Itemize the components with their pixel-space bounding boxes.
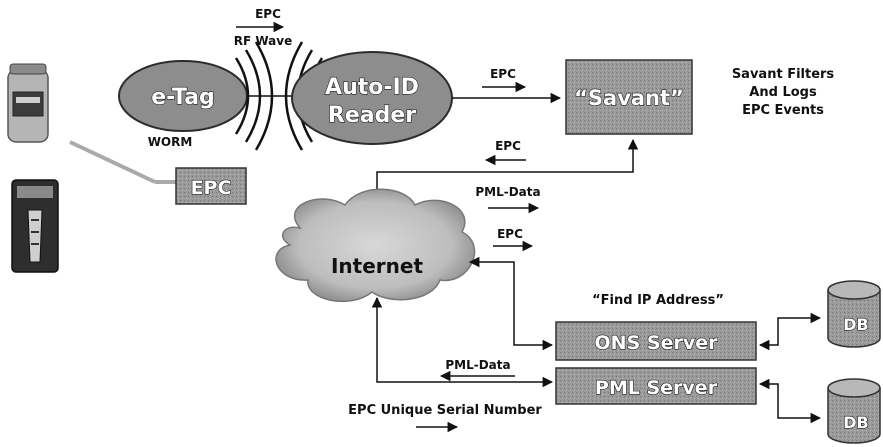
bottle-product-image [7, 63, 49, 143]
savant-label: “Savant” [574, 86, 684, 110]
reader-line2: Reader [328, 103, 416, 128]
find-ip-label: “Find IP Address” [592, 293, 724, 308]
pml-server-box: PML Server [555, 367, 757, 405]
auto-id-reader-node: Auto-ID Reader [291, 51, 453, 145]
internet-ons-connector [468, 256, 554, 351]
db1-label: DB [843, 315, 868, 334]
pml-data-lower-label: PML-Data [445, 358, 510, 372]
epc-to-savant-label: EPC [490, 67, 516, 81]
db2-label: DB [843, 413, 868, 432]
etag-node: e-Tag [118, 60, 248, 132]
savant-box: “Savant” [565, 59, 693, 135]
savant-note-line2: And Logs [749, 85, 817, 100]
epc-internet-label: EPC [497, 227, 523, 241]
razor-product-image [11, 179, 59, 273]
epc-box: EPC [175, 167, 247, 205]
ons-server-label: ONS Server [595, 332, 719, 354]
pml-data-upper-label: PML-Data [475, 185, 540, 199]
pml-db-connector [758, 378, 822, 424]
internet-label: Internet [331, 254, 423, 278]
ons-server-box: ONS Server [555, 321, 757, 361]
epc-from-savant-label: EPC [495, 139, 521, 153]
pml-server-label: PML Server [595, 377, 718, 399]
ons-db-connector [758, 312, 822, 351]
rf-wave-label: RF Wave [234, 34, 292, 48]
savant-note-line3: EPC Events [742, 103, 824, 118]
etag-label: e-Tag [151, 85, 215, 110]
savant-note-line1: Savant Filters [732, 67, 835, 82]
svg-text:EPC: EPC [191, 177, 232, 199]
epc-leader-line [69, 140, 156, 184]
internet-pml-connector [371, 296, 554, 388]
worm-label: WORM [148, 135, 193, 149]
reader-line1: Auto-ID [325, 75, 419, 100]
database-icon: DB [827, 280, 881, 348]
database-icon: DB [827, 378, 881, 444]
rf-epc-label: EPC [255, 7, 281, 21]
epc-unique-label: EPC Unique Serial Number [348, 403, 542, 418]
internet-cloud: Internet [275, 188, 476, 303]
